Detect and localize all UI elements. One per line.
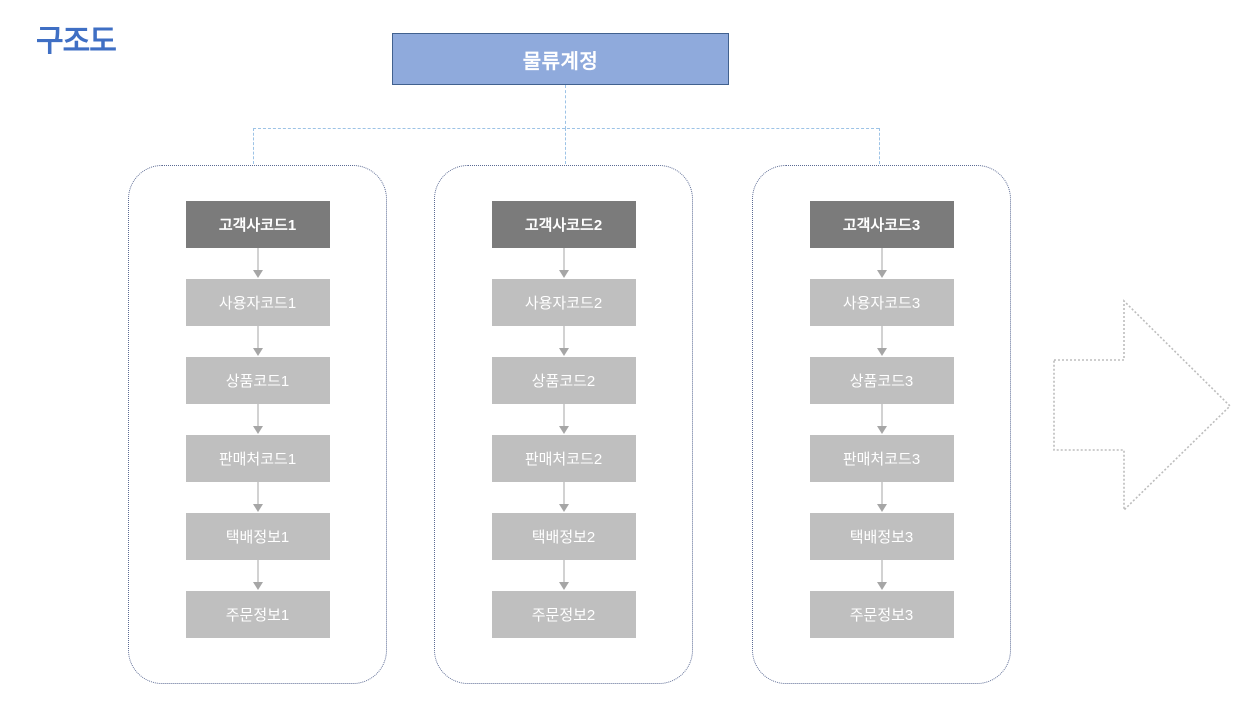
node-label: 판매처코드3 xyxy=(842,451,921,468)
node-order-info-1[interactable]: 주문정보1 xyxy=(185,591,330,638)
node-label: 상품코드2 xyxy=(531,373,596,390)
arrow-down-icon xyxy=(251,326,265,357)
node-customer-code-1[interactable]: 고객사코드1 xyxy=(185,201,330,248)
arrow-down-icon xyxy=(251,560,265,591)
node-label: 사용자코드1 xyxy=(218,295,297,312)
node-label: 주문정보2 xyxy=(531,607,596,624)
connector-horizontal-bus xyxy=(253,128,879,129)
arrow-down-icon xyxy=(557,404,571,435)
arrow-down-icon xyxy=(251,482,265,513)
arrow-down-icon xyxy=(875,404,889,435)
connector-drop-group-1 xyxy=(253,128,254,164)
arrow-down-icon xyxy=(875,482,889,513)
node-delivery-info-2[interactable]: 택배정보2 xyxy=(491,513,636,560)
node-order-info-2[interactable]: 주문정보2 xyxy=(491,591,636,638)
node-product-code-2[interactable]: 상품코드2 xyxy=(491,357,636,404)
node-label: 고객사코드3 xyxy=(842,217,921,234)
group-container-1: 고객사코드1 사용자코드1 상품코드1 판매처코드1 택배정보1 주문정보1 xyxy=(128,165,387,684)
node-order-info-3[interactable]: 주문정보3 xyxy=(809,591,954,638)
node-delivery-info-3[interactable]: 택배정보3 xyxy=(809,513,954,560)
arrow-down-icon xyxy=(875,560,889,591)
node-label: 판매처코드2 xyxy=(524,451,603,468)
group-container-2: 고객사코드2 사용자코드2 상품코드2 판매처코드2 택배정보2 주문정보2 xyxy=(434,165,693,684)
node-stack-3: 고객사코드3 사용자코드3 상품코드3 판매처코드3 택배정보3 주문정보3 xyxy=(809,201,954,638)
node-stack-1: 고객사코드1 사용자코드1 상품코드1 판매처코드1 택배정보1 주문정보1 xyxy=(185,201,330,638)
arrow-down-icon xyxy=(251,404,265,435)
node-seller-code-3[interactable]: 판매처코드3 xyxy=(809,435,954,482)
node-label: 택배정보2 xyxy=(531,529,596,546)
node-label: 상품코드3 xyxy=(849,373,914,390)
node-label: 고객사코드1 xyxy=(218,217,297,234)
node-label: 판매처코드1 xyxy=(218,451,297,468)
arrow-down-icon xyxy=(557,248,571,279)
node-seller-code-1[interactable]: 판매처코드1 xyxy=(185,435,330,482)
connector-root-vertical xyxy=(565,85,566,129)
arrow-down-icon xyxy=(875,326,889,357)
page-title: 구조도 xyxy=(36,25,117,58)
node-seller-code-2[interactable]: 판매처코드2 xyxy=(491,435,636,482)
arrow-down-icon xyxy=(557,482,571,513)
connector-drop-group-3 xyxy=(879,128,880,164)
arrow-down-icon xyxy=(557,326,571,357)
node-stack-2: 고객사코드2 사용자코드2 상품코드2 판매처코드2 택배정보2 주문정보2 xyxy=(491,201,636,638)
node-label: 사용자코드3 xyxy=(842,295,921,312)
node-customer-code-2[interactable]: 고객사코드2 xyxy=(491,201,636,248)
arrow-down-icon xyxy=(251,248,265,279)
node-label: 주문정보1 xyxy=(225,607,290,624)
arrow-down-icon xyxy=(557,560,571,591)
node-user-code-1[interactable]: 사용자코드1 xyxy=(185,279,330,326)
node-delivery-info-1[interactable]: 택배정보1 xyxy=(185,513,330,560)
node-label: 상품코드1 xyxy=(225,373,290,390)
node-user-code-3[interactable]: 사용자코드3 xyxy=(809,279,954,326)
root-node-logistics-account[interactable]: 물류계정 xyxy=(392,33,729,85)
node-customer-code-3[interactable]: 고객사코드3 xyxy=(809,201,954,248)
group-container-3: 고객사코드3 사용자코드3 상품코드3 판매처코드3 택배정보3 주문정보3 xyxy=(752,165,1011,684)
node-label: 사용자코드2 xyxy=(524,295,603,312)
node-label: 주문정보3 xyxy=(849,607,914,624)
root-node-label: 물류계정 xyxy=(522,50,599,73)
node-product-code-1[interactable]: 상품코드1 xyxy=(185,357,330,404)
node-user-code-2[interactable]: 사용자코드2 xyxy=(491,279,636,326)
node-label: 택배정보3 xyxy=(849,529,914,546)
connector-drop-group-2 xyxy=(565,128,566,164)
node-label: 고객사코드2 xyxy=(524,217,603,234)
right-arrow-outline-icon xyxy=(1052,298,1232,513)
arrow-down-icon xyxy=(875,248,889,279)
node-product-code-3[interactable]: 상품코드3 xyxy=(809,357,954,404)
node-label: 택배정보1 xyxy=(225,529,290,546)
